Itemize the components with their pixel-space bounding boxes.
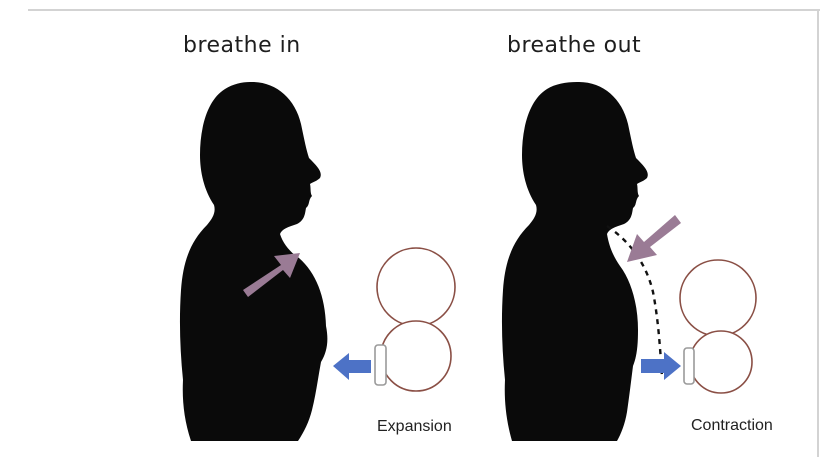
breathe-out-title: breathe out: [507, 33, 641, 58]
panel-breathe-out: [502, 82, 756, 441]
diagonal-arrow-icon: [627, 215, 681, 262]
bellows-balloon-icon: [375, 248, 455, 391]
contraction-caption: Contraction: [691, 417, 773, 435]
person-silhouette-icon: [180, 82, 327, 441]
panel-breathe-in: [180, 82, 455, 441]
breathe-in-title: breathe in: [183, 33, 301, 58]
person-silhouette-icon: [502, 82, 648, 441]
horizontal-arrow-icon: [333, 353, 371, 380]
horizontal-arrow-icon: [641, 352, 681, 380]
expansion-caption: Expansion: [377, 418, 452, 436]
bellows-balloon-icon: [680, 260, 756, 393]
